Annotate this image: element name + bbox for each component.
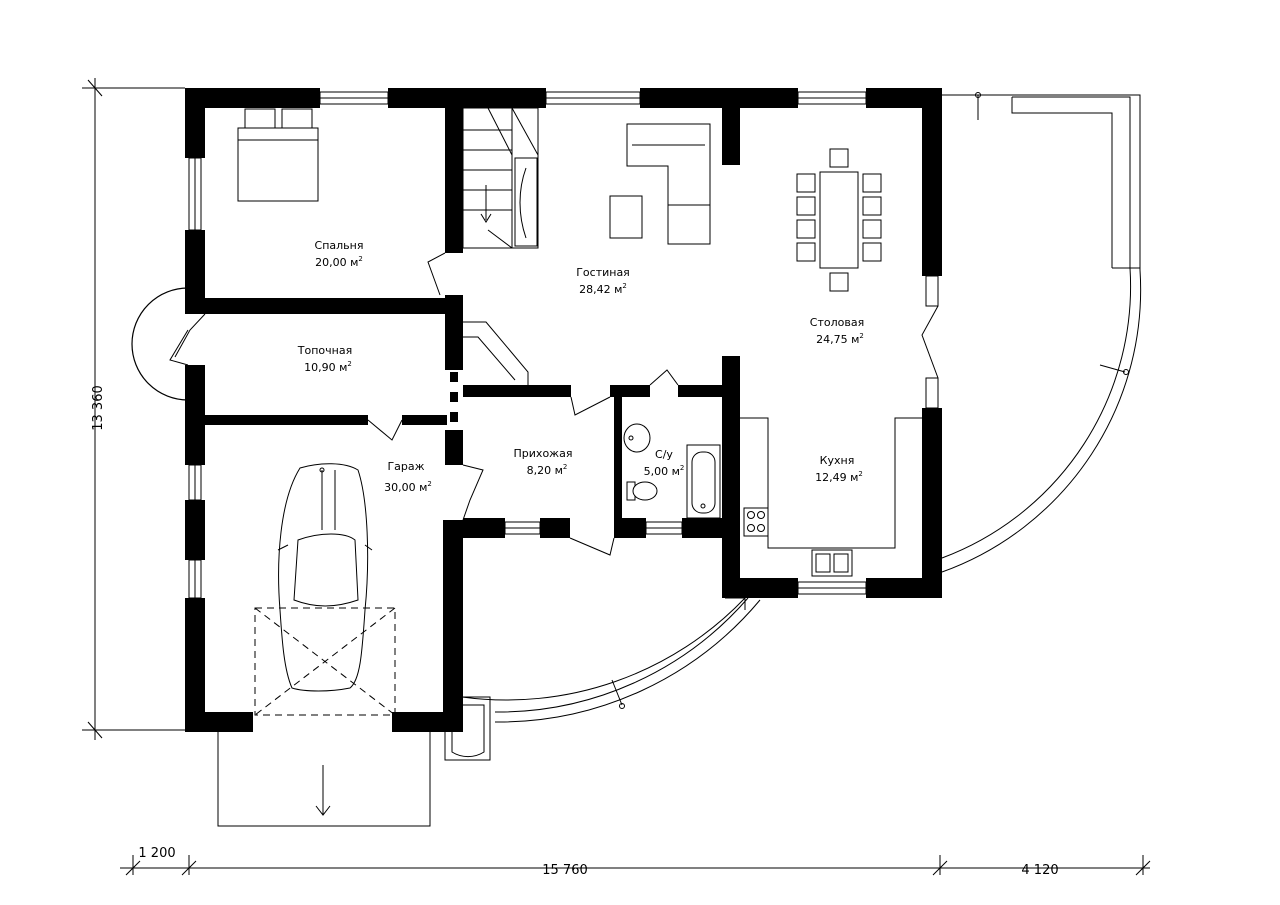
garage-pit [254,607,396,716]
kitchen-furniture [740,417,922,577]
room-name-boiler: Топочная [297,344,352,357]
room-name-hall: Прихожая [514,447,573,460]
room-area-kitchen: 12,49 м2 [815,470,863,484]
room-name-kitchen: Кухня [820,454,855,467]
dimension-label-terrace-width: 4 120 [1021,863,1058,878]
room-area-bedroom: 20,00 м2 [315,255,363,269]
room-area-bathroom: 5,00 м2 [644,464,685,478]
dimension-label-height: 13 360 [91,385,106,431]
garage-car [277,463,373,692]
staircase [462,107,539,385]
terrace-south [444,597,761,761]
room-name-bedroom: Спальня [315,239,364,252]
driveway [217,730,431,827]
room-area-hall: 8,20 м2 [527,463,568,477]
room-area-boiler: 10,90 м2 [304,360,352,374]
dimension-horizontal [120,855,1151,876]
walls [185,88,942,732]
bedroom-furniture [237,108,319,202]
room-label-garage: Гараж 30,00 м2 [384,460,432,494]
room-name-bathroom: С/у [655,448,673,461]
room-label-hall: Прихожая 8,20 м2 [514,447,573,477]
room-name-dining: Столовая [810,316,864,329]
room-label-kitchen: Кухня 12,49 м2 [815,454,863,484]
dimension-label-left-offset: 1 200 [138,846,175,861]
dimension-label-main-width: 15 760 [542,863,588,878]
room-label-boiler: Топочная 10,90 м2 [297,344,352,374]
windows [188,91,939,599]
room-name-living: Гостиная [576,266,630,279]
room-label-bedroom: Спальня 20,00 м2 [315,239,364,269]
room-area-living: 28,42 м2 [579,282,627,296]
doors [174,252,939,556]
dimension-vertical [82,78,185,740]
room-label-bathroom: С/у 5,00 м2 [644,448,685,478]
dining-table [796,148,882,292]
room-name-garage: Гараж [387,460,424,473]
terrace-east [941,92,1142,573]
room-label-dining: Столовая 24,75 м2 [810,316,864,346]
boiler-porch [131,287,189,401]
room-area-dining: 24,75 м2 [816,332,864,346]
room-label-living: Гостиная 28,42 м2 [576,266,630,296]
room-area-garage: 30,00 м2 [384,480,432,494]
bathroom-fixtures [623,423,721,519]
living-furniture [609,123,711,245]
